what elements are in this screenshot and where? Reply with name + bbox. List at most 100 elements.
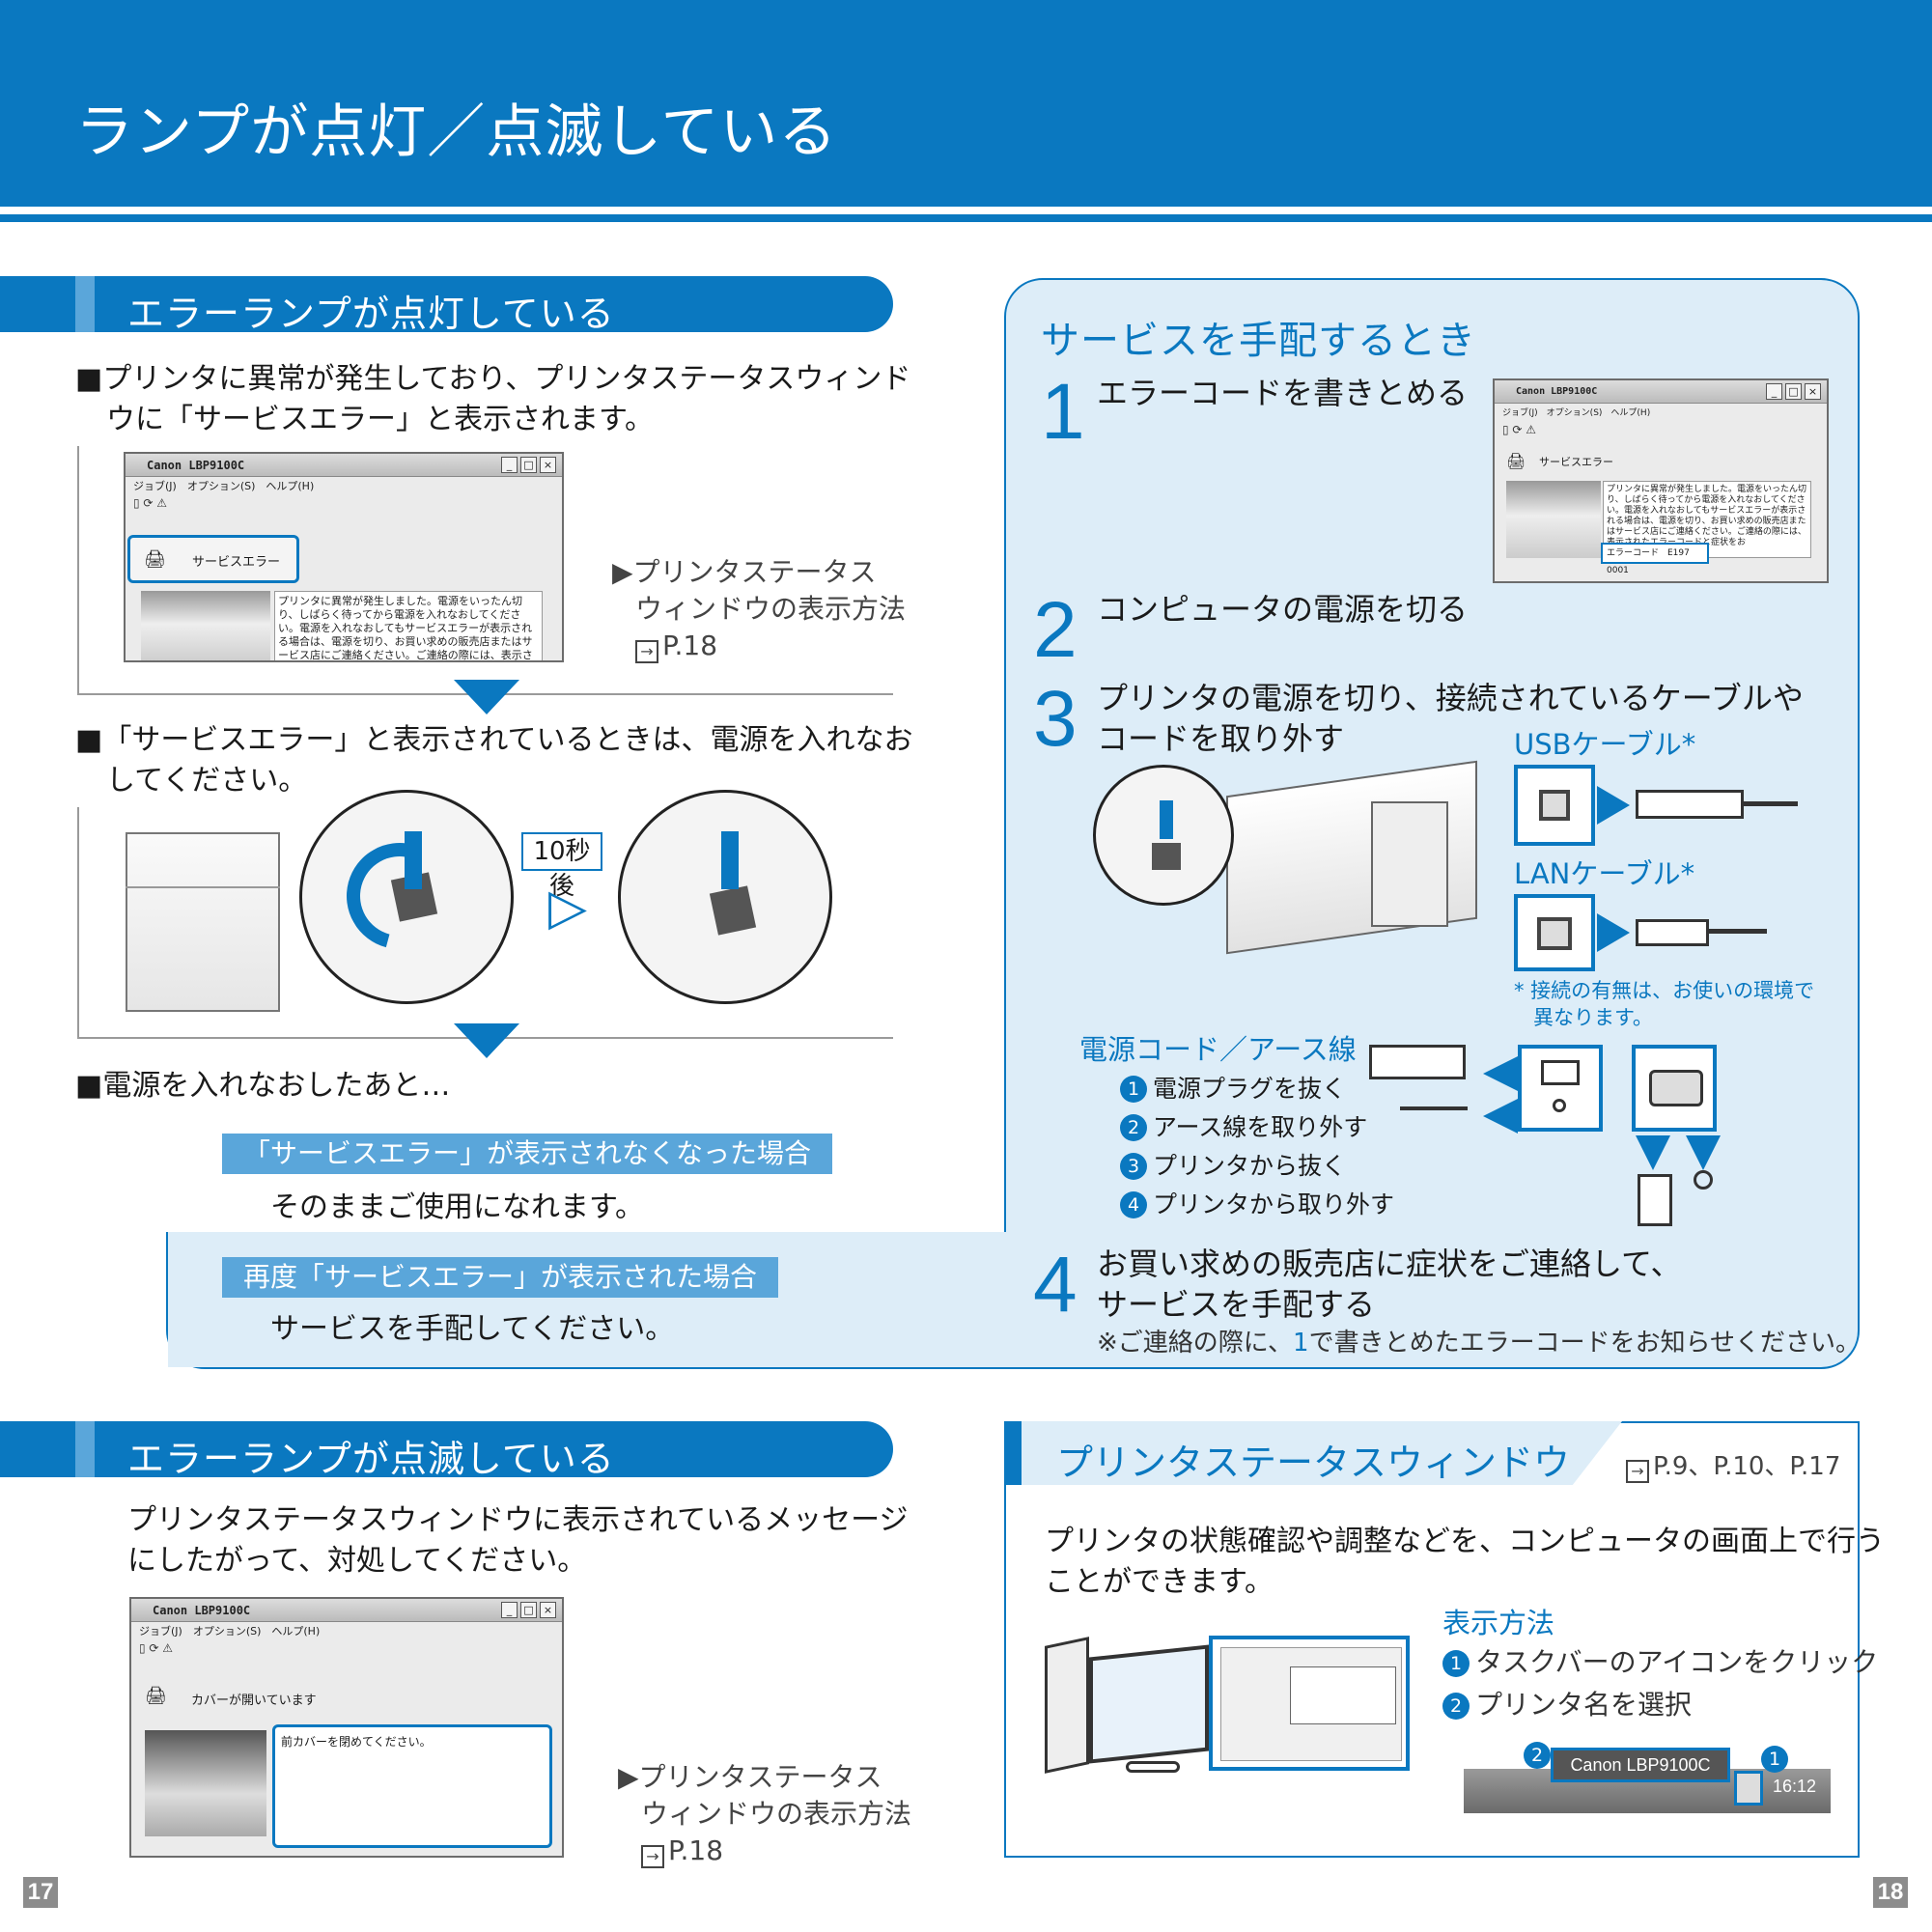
step4-text-line1: お買い求めの販売店に症状をご連絡して、 xyxy=(1097,1246,1682,1282)
lan-port-icon xyxy=(1537,917,1572,950)
step4-note-b: で書きとめたエラーコードをお知らせください。 xyxy=(1308,1329,1862,1358)
unplug-arrow-icon xyxy=(1483,1099,1518,1134)
lit-para1-line1: ■プリンタに異常が発生しており、プリンタステータスウィンド xyxy=(75,362,911,396)
step4-note: ※ご連絡の際に、1で書きとめたエラーコードをお知らせください。 xyxy=(1097,1327,1861,1359)
lit-note-ref[interactable]: →P.18 xyxy=(635,628,717,664)
psw-desc-line2: ことができます。 xyxy=(1045,1565,1274,1599)
case2-label: 再度「サービスエラー」が表示された場合 xyxy=(222,1257,779,1298)
window-message-highlight: 前カバーを閉めてください。 xyxy=(272,1724,552,1848)
page-number-left: 17 xyxy=(23,1877,58,1908)
pc-tower-icon xyxy=(1045,1637,1089,1774)
usb-cable-wire xyxy=(1744,801,1798,806)
window-message: プリンタに異常が発生しました。電源をいったん切り、しばらく待ってから電源を入れな… xyxy=(274,591,543,660)
lit-para1-line2: ウに「サービスエラー」と表示されます。 xyxy=(106,403,654,436)
header-band xyxy=(0,0,1932,207)
window-toolbar-icons: ▯ ⟳ ⚠ xyxy=(139,1641,174,1655)
bracket-line xyxy=(77,446,79,695)
header-rule xyxy=(0,214,1932,222)
maximize-icon: □ xyxy=(1785,383,1802,400)
heading-bar xyxy=(75,1421,95,1477)
window-controls: _□× xyxy=(501,1602,556,1618)
window-titlebar: Canon LBP9100C xyxy=(131,1599,562,1622)
lit-para2-line1: ■「サービスエラー」と表示されているときは、電源を入れなお xyxy=(75,723,913,757)
badge-1: 1 xyxy=(1120,1076,1147,1103)
service-panel-join xyxy=(168,1232,1230,1367)
badge-2: 2 xyxy=(1120,1114,1147,1141)
window-toolbar-icons: ▯ ⟳ ⚠ xyxy=(1502,423,1537,436)
unplug-arrow-icon xyxy=(1686,1135,1721,1170)
step2-text: コンピュータの電源を切る xyxy=(1097,591,1469,628)
service-heading: サービスを手配するとき xyxy=(1041,319,1476,363)
psw-refs[interactable]: →P.9、P.10、P.17 xyxy=(1626,1446,1840,1483)
badge-3: 3 xyxy=(1120,1153,1147,1180)
window-titlebar: Canon LBP9100C xyxy=(126,454,562,477)
error-code-window-screenshot: Canon LBP9100C _□× ジョブ(J) オプション(S) ヘルプ(H… xyxy=(1493,378,1829,583)
printer-top-edge xyxy=(126,850,280,888)
monitor-icon xyxy=(1089,1644,1209,1764)
close-icon: × xyxy=(1805,383,1821,400)
case1-label: 「サービスエラー」が表示されなくなった場合 xyxy=(222,1134,833,1174)
window-status-text: カバーが開いています xyxy=(191,1694,317,1708)
window-status-text: サービスエラー xyxy=(1539,456,1613,468)
case1-text: そのままご使用になれます。 xyxy=(270,1190,644,1224)
close-icon: × xyxy=(540,1602,556,1618)
tray-printer-icon[interactable] xyxy=(1734,1771,1763,1806)
heading-bar xyxy=(75,276,95,332)
printer-photo xyxy=(145,1730,266,1836)
step4-note-a: ※ご連絡の際に、 xyxy=(1097,1329,1294,1358)
badge-1: 1 xyxy=(1761,1746,1788,1773)
window-toolbar-icons: ▯ ⟳ ⚠ xyxy=(133,496,168,510)
window-status-text: サービスエラー xyxy=(192,555,281,570)
psw-heading-bar xyxy=(1004,1421,1022,1485)
method-item-text: タスクバーのアイコンをクリック xyxy=(1475,1646,1879,1678)
psw-desc-line1: プリンタの状態確認や調整などを、コンピュータの画面上で行う xyxy=(1045,1525,1885,1558)
badge-1: 1 xyxy=(1442,1650,1470,1677)
step4-text-line2: サービスを手配する xyxy=(1097,1286,1376,1323)
power-cord-end-icon xyxy=(1638,1174,1672,1226)
heading-text: エラーランプが点滅している xyxy=(127,1438,615,1480)
unplug-arrow-icon xyxy=(1597,913,1630,952)
power-plug-icon xyxy=(1369,1045,1466,1079)
unplug-arrow-icon xyxy=(1483,1056,1518,1091)
page-reference-icon: → xyxy=(1626,1460,1649,1483)
cover-open-window-screenshot: Canon LBP9100C _□× ジョブ(J) オプション(S) ヘルプ(H… xyxy=(129,1597,564,1858)
blink-note-line1: ▶プリンタステータス xyxy=(618,1761,882,1793)
monitor-stand-icon xyxy=(1126,1761,1180,1773)
ground-screw-icon xyxy=(1553,1099,1566,1112)
power-switch-zoom-before xyxy=(299,790,514,1004)
power-item-text: 電源プラグを抜く xyxy=(1153,1075,1347,1103)
step4-number: 4 xyxy=(1033,1241,1078,1329)
section-heading-blink: エラーランプが点滅している xyxy=(0,1421,893,1480)
blink-note-ref[interactable]: →P.18 xyxy=(641,1833,723,1869)
minimize-icon: _ xyxy=(1766,383,1782,400)
badge-4: 4 xyxy=(1120,1191,1147,1218)
blink-para-line2: にしたがって、対処してください。 xyxy=(127,1544,587,1578)
maximize-icon: □ xyxy=(520,457,537,473)
lit-note-ref-text: P.18 xyxy=(662,630,718,661)
down-arrow-1 xyxy=(454,680,519,714)
power-switch xyxy=(709,885,757,936)
heading-text: エラーランプが点灯している xyxy=(127,293,615,335)
blink-para-line1: プリンタステータスウィンドウに表示されているメッセージ xyxy=(127,1503,909,1537)
taskbar-clock: 16:12 xyxy=(1773,1777,1817,1796)
window-menu: ジョブ(J) オプション(S) ヘルプ(H) xyxy=(133,480,315,492)
lan-label: LANケーブル* xyxy=(1514,857,1695,890)
lan-cable-wire xyxy=(1709,929,1767,934)
printer-warning-icon: 🖨 xyxy=(1506,452,1526,470)
usb-cable-icon xyxy=(1636,790,1744,819)
ground-ring-icon xyxy=(1694,1170,1713,1190)
ground-wire-icon xyxy=(1400,1106,1468,1110)
taskbar-printer-menu[interactable]: Canon LBP9100C xyxy=(1551,1748,1730,1782)
outlet-socket-icon xyxy=(1541,1060,1580,1085)
psw-heading-band xyxy=(1004,1421,1622,1485)
unplug-arrow-icon xyxy=(1597,786,1630,825)
step3-number: 3 xyxy=(1033,675,1078,763)
page-reference-icon: → xyxy=(641,1845,664,1868)
power-item-text: プリンタから取り外す xyxy=(1153,1190,1395,1218)
step4-note-num: 1 xyxy=(1293,1329,1309,1358)
status-window-screenshot: Canon LBP9100C _□× ジョブ(J) オプション(S) ヘルプ(H… xyxy=(124,452,564,662)
